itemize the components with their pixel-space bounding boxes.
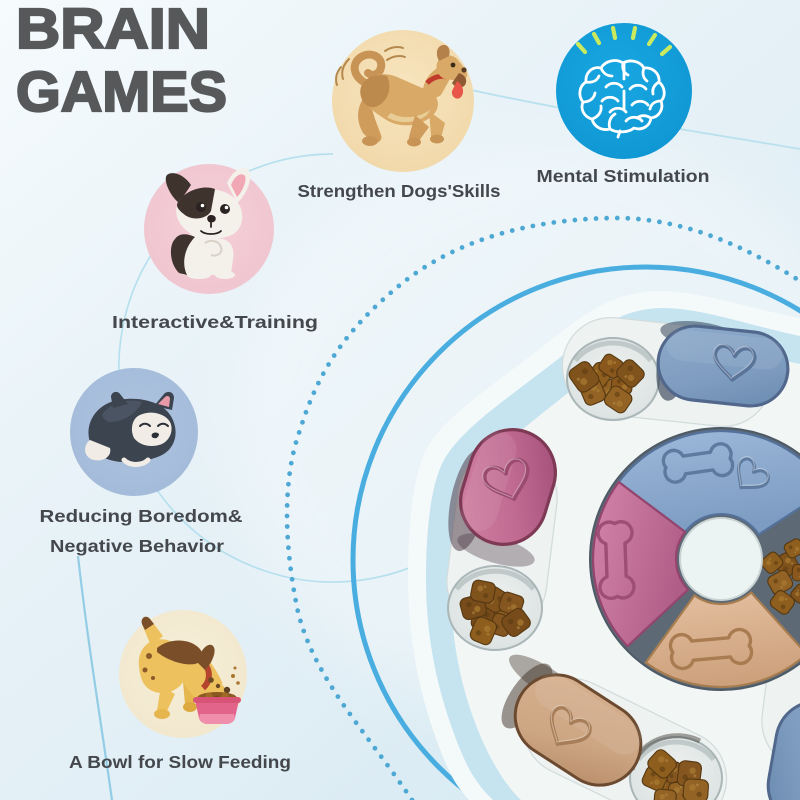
svg-text:A Bowl for Slow Feeding: A Bowl for Slow Feeding bbox=[69, 752, 291, 772]
svg-text:Reducing Boredom&: Reducing Boredom& bbox=[40, 506, 243, 526]
svg-text:Strengthen Dogs'Skills: Strengthen Dogs'Skills bbox=[298, 181, 501, 201]
svg-text:BRAIN: BRAIN bbox=[16, 0, 210, 61]
svg-text:GAMES: GAMES bbox=[16, 60, 227, 124]
svg-text:Negative Behavior: Negative Behavior bbox=[50, 536, 224, 556]
svg-text:Mental Stimulation: Mental Stimulation bbox=[537, 166, 710, 186]
svg-text:Interactive&Training: Interactive&Training bbox=[112, 312, 318, 332]
